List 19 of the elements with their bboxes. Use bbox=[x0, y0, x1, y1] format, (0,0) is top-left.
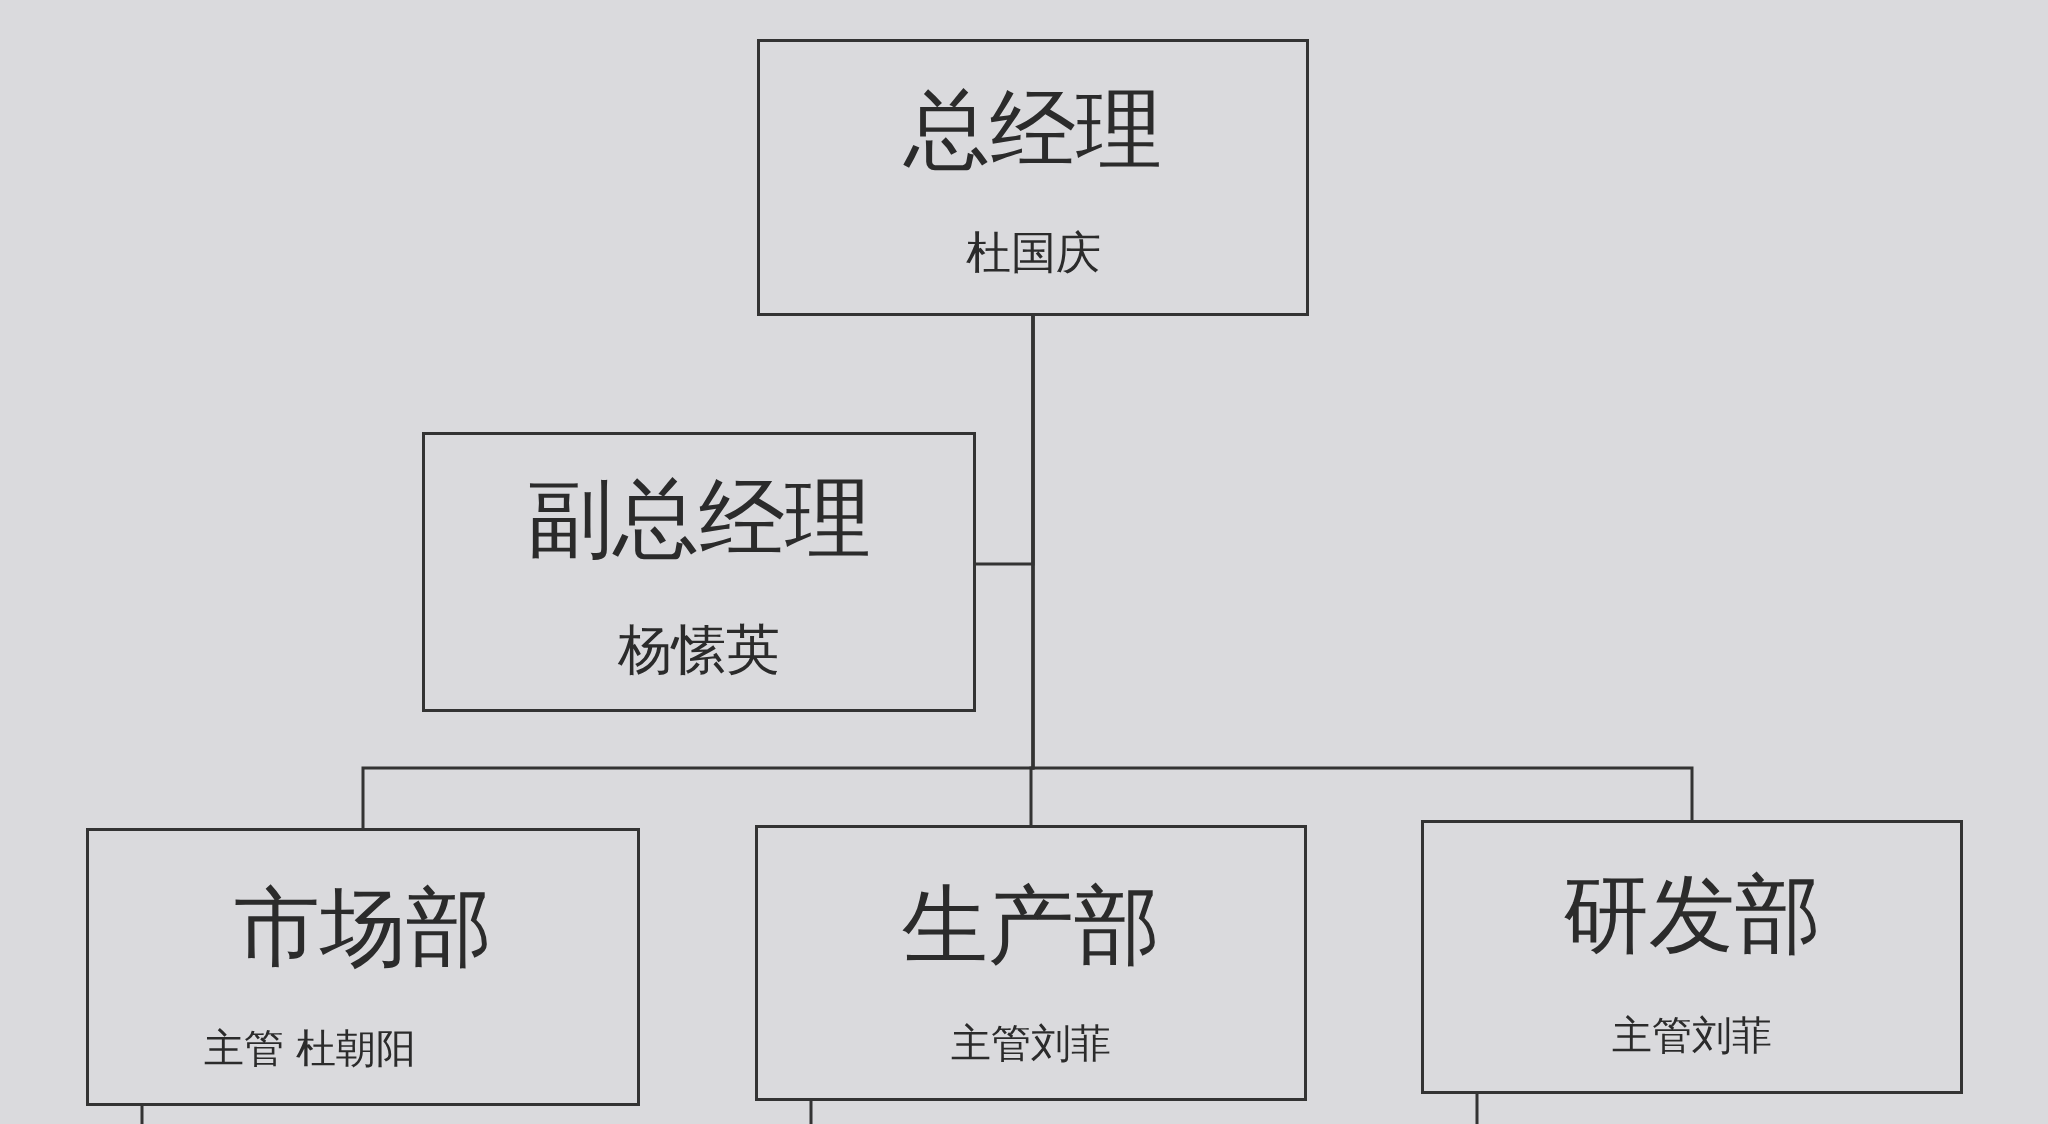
person-name: 杨愫英 bbox=[618, 623, 780, 677]
connector-line bbox=[809, 1101, 813, 1124]
person-name: 杜国庆 bbox=[965, 229, 1101, 275]
connector-line bbox=[140, 1106, 144, 1124]
role-heading: 总经理 bbox=[904, 86, 1162, 172]
org-chart-box bbox=[755, 825, 1307, 1101]
role-heading: 研发部 bbox=[1563, 871, 1821, 957]
person-name: 主管 杜朝阳 bbox=[203, 1028, 417, 1068]
role-heading: 副总经理 bbox=[527, 475, 871, 561]
org-chart-box bbox=[1421, 820, 1963, 1094]
org-chart-box bbox=[86, 828, 640, 1106]
role-heading: 生产部 bbox=[902, 882, 1160, 968]
connector-line bbox=[1031, 316, 1694, 820]
person-name: 主管刘菲 bbox=[1612, 1015, 1772, 1055]
connector-line bbox=[1475, 1094, 1479, 1124]
org-chart-box bbox=[757, 39, 1309, 316]
role-heading: 市场部 bbox=[234, 884, 492, 970]
org-chart-box bbox=[422, 432, 976, 712]
person-name: 主管刘菲 bbox=[951, 1023, 1111, 1063]
